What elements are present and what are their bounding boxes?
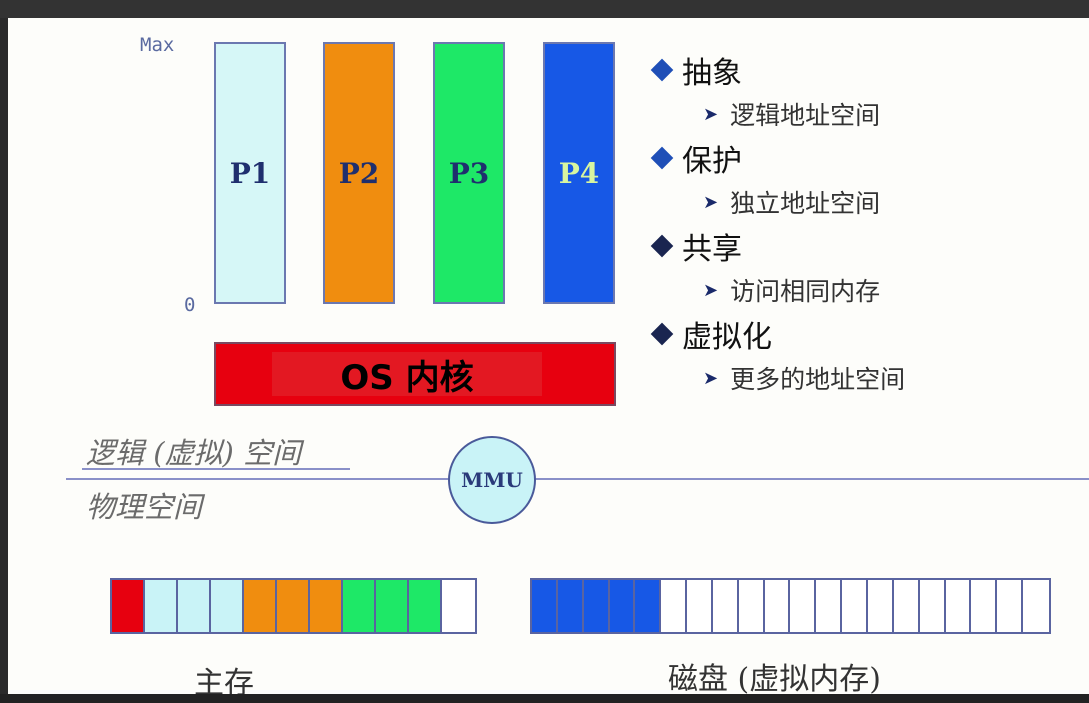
- disk-cell: [661, 580, 688, 632]
- logical-space-label: 逻辑 (虚拟) 空间: [86, 436, 302, 470]
- process-p3-box: P3: [433, 42, 505, 304]
- main-memory-cell: [376, 580, 409, 632]
- main-memory-cell: [409, 580, 442, 632]
- bullet-title: 虚拟化: [682, 320, 772, 355]
- os-kernel-label: OS 内核: [272, 352, 542, 398]
- diamond-bullet-icon: [650, 58, 674, 82]
- disk-cell: [945, 580, 972, 632]
- main-memory-strip: [110, 578, 477, 634]
- main-memory-cell: [310, 580, 343, 632]
- sub-bullet-text: 逻辑地址空间: [730, 101, 881, 130]
- diamond-bullet-icon: [650, 146, 674, 170]
- sub-bullet-text: 独立地址空间: [730, 189, 881, 218]
- disk-cell: [867, 580, 894, 632]
- window-bottom-bar: [0, 694, 1089, 703]
- os-kernel-block: OS 内核: [214, 342, 616, 406]
- arrow-bullet-icon: ➤: [703, 103, 719, 125]
- axis-max-label: Max: [140, 34, 175, 56]
- window-top-bar: [0, 0, 1089, 18]
- sub-bullet: ➤ 逻辑地址空间: [648, 92, 905, 136]
- main-memory-cell: [343, 580, 376, 632]
- process-p2-label: P2: [338, 156, 380, 190]
- disk-cell: [738, 580, 765, 632]
- disk-cell: [919, 580, 946, 632]
- disk-cell: [635, 580, 662, 632]
- disk-cell: [687, 580, 713, 632]
- main-memory-cell: [244, 580, 277, 632]
- disk-cell: [557, 580, 584, 632]
- bullet-sharing: 共享: [648, 224, 905, 268]
- main-memory-cell: [442, 580, 475, 632]
- axis-zero-label: 0: [184, 294, 196, 316]
- bullet-title: 共享: [682, 232, 742, 267]
- physical-space-label: 物理空间: [86, 490, 203, 524]
- main-memory-cell: [178, 580, 211, 632]
- disk-cell: [971, 580, 998, 632]
- disk-cell: [790, 580, 817, 632]
- disk-cell: [712, 580, 739, 632]
- diamond-bullet-icon: [650, 234, 674, 258]
- mmu-circle: MMU: [448, 436, 536, 524]
- diamond-bullet-icon: [650, 322, 674, 346]
- bullet-virtualization: 虚拟化: [648, 312, 905, 356]
- sub-bullet: ➤ 更多的地址空间: [648, 356, 905, 400]
- disk-cell: [609, 580, 636, 632]
- arrow-bullet-icon: ➤: [703, 191, 719, 213]
- bullet-protection: 保护: [648, 136, 905, 180]
- arrow-bullet-icon: ➤: [703, 367, 719, 389]
- disk-caption: 磁盘 (虚拟内存): [668, 662, 881, 694]
- process-p2-box: P2: [323, 42, 395, 304]
- process-p4-box: P4: [543, 42, 615, 304]
- process-p1-label: P1: [229, 156, 271, 190]
- disk-cell: [997, 580, 1024, 632]
- arrow-bullet-icon: ➤: [703, 279, 719, 301]
- bullet-title: 保护: [682, 144, 742, 179]
- feature-bullet-list: 抽象 ➤ 逻辑地址空间 保护 ➤ 独立地址空间 共享 ➤ 访问相同内存 虚拟化 …: [648, 48, 905, 400]
- logical-space-underline: [82, 468, 350, 470]
- sub-bullet-text: 更多的地址空间: [730, 365, 906, 394]
- process-p1-box: P1: [214, 42, 286, 304]
- process-p3-label: P3: [448, 156, 490, 190]
- sub-bullet: ➤ 独立地址空间: [648, 180, 905, 224]
- disk-cell: [893, 580, 920, 632]
- disk-cell: [583, 580, 610, 632]
- disk-strip: [530, 578, 1051, 634]
- bullet-abstraction: 抽象: [648, 48, 905, 92]
- main-memory-caption: 主存: [194, 666, 254, 694]
- logical-physical-divider: [66, 478, 1089, 480]
- disk-cell: [842, 580, 868, 632]
- main-memory-cell: [211, 580, 244, 632]
- mmu-label: MMU: [461, 468, 523, 492]
- disk-cell: [532, 580, 558, 632]
- disk-cell: [1023, 580, 1049, 632]
- sub-bullet-text: 访问相同内存: [730, 277, 881, 306]
- main-memory-cell: [112, 580, 145, 632]
- bullet-title: 抽象: [682, 56, 742, 91]
- disk-cell: [816, 580, 843, 632]
- process-p4-label: P4: [558, 156, 600, 190]
- main-memory-cell: [145, 580, 178, 632]
- main-memory-cell: [277, 580, 310, 632]
- sub-bullet: ➤ 访问相同内存: [648, 268, 905, 312]
- slide: Max 0 P1 P2 P3 P4 OS 内核 抽象 ➤ 逻辑地址空间 保护 ➤…: [8, 18, 1089, 694]
- disk-cell: [764, 580, 791, 632]
